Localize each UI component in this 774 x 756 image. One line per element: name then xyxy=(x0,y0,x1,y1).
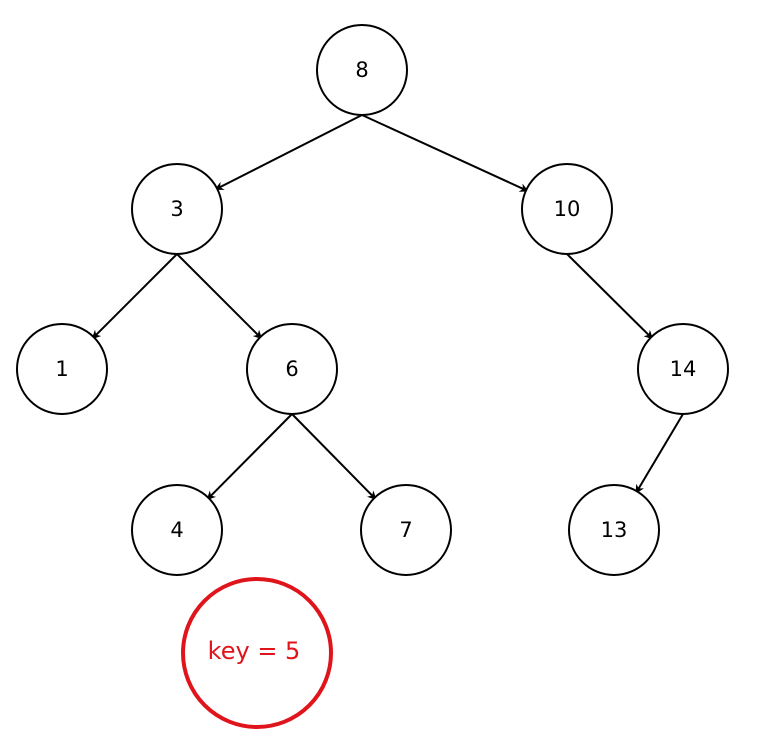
node-circle xyxy=(316,24,408,116)
tree-nodes: 8 3 10 1 6 14 4 7 13 xyxy=(16,24,729,576)
node-label: 4 xyxy=(170,518,183,542)
edge-6-to-4 xyxy=(206,413,293,501)
node-circle xyxy=(246,323,338,415)
node-label: 13 xyxy=(601,518,628,542)
node-circle xyxy=(521,163,613,255)
node-circle xyxy=(131,484,223,576)
edge-8-to-10 xyxy=(361,114,529,192)
tree-node-4: 4 xyxy=(131,484,223,576)
search-key-label: key = 5 xyxy=(208,637,301,665)
tree-node-8: 8 xyxy=(316,24,408,116)
node-circle xyxy=(637,323,729,415)
node-circle xyxy=(568,484,660,576)
node-label: 10 xyxy=(554,197,581,221)
edge-14-to-13 xyxy=(635,413,684,494)
tree-edges xyxy=(91,114,684,501)
edge-3-to-6 xyxy=(176,253,263,340)
tree-node-13: 13 xyxy=(568,484,660,576)
edge-6-to-7 xyxy=(291,413,377,501)
node-circle xyxy=(360,484,452,576)
tree-node-6: 6 xyxy=(246,323,338,415)
node-label: 7 xyxy=(399,518,412,542)
node-label: 1 xyxy=(55,357,68,381)
tree-node-1: 1 xyxy=(16,323,108,415)
search-key-callout: key = 5 xyxy=(181,577,333,729)
edge-3-to-1 xyxy=(91,253,178,340)
edge-10-to-14 xyxy=(566,253,654,340)
node-circle xyxy=(131,163,223,255)
tree-node-3: 3 xyxy=(131,163,223,255)
node-label: 3 xyxy=(170,197,183,221)
node-label: 14 xyxy=(670,357,697,381)
tree-node-14: 14 xyxy=(637,323,729,415)
tree-node-10: 10 xyxy=(521,163,613,255)
tree-node-7: 7 xyxy=(360,484,452,576)
search-key-circle xyxy=(181,577,333,729)
edge-8-to-3 xyxy=(214,114,363,191)
node-circle xyxy=(16,323,108,415)
node-label: 8 xyxy=(355,58,368,82)
node-label: 6 xyxy=(285,357,298,381)
